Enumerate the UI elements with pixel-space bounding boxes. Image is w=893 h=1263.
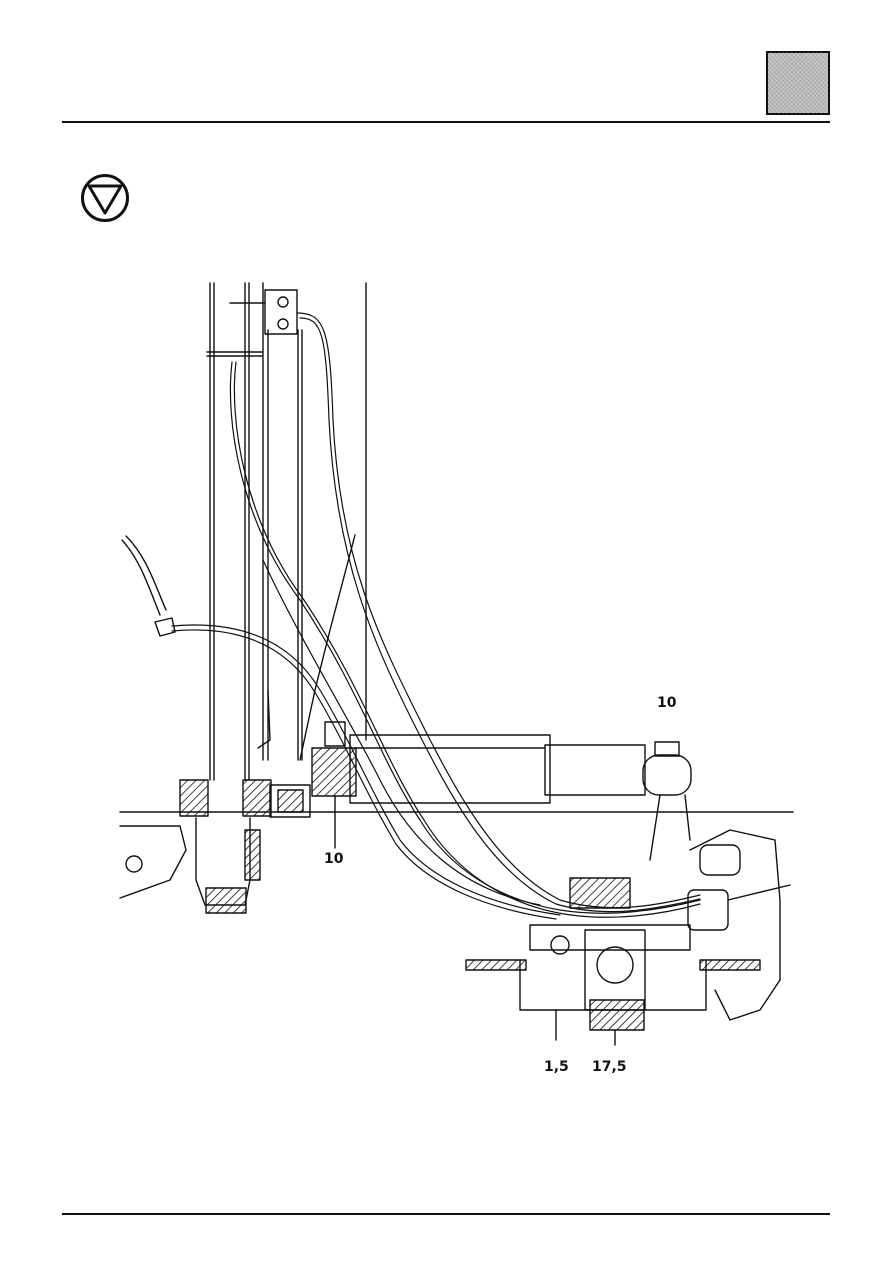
footer-rule xyxy=(62,1213,830,1215)
sensor-cable xyxy=(121,535,176,637)
torque-label-caliper-bolt: 1,5 xyxy=(544,1059,569,1075)
torque-label-shock-upper: 10 xyxy=(657,695,677,711)
strut-lower-bushing xyxy=(119,779,311,914)
torque-label-shock-lower: 10 xyxy=(324,851,344,867)
upper-bracket xyxy=(206,289,298,357)
shock-lower-mount xyxy=(311,721,357,849)
torque-label-hub-nut: 17,5 xyxy=(592,1059,627,1075)
section-tab-marker xyxy=(766,51,830,115)
wheel-hub xyxy=(465,877,761,1046)
mounting-plate xyxy=(257,534,356,761)
brake-hose xyxy=(171,312,701,920)
header-rule xyxy=(62,121,830,123)
down-triangle-in-circle-icon xyxy=(81,174,129,222)
strut-tube xyxy=(209,282,367,781)
brake-caliper xyxy=(687,829,791,1021)
